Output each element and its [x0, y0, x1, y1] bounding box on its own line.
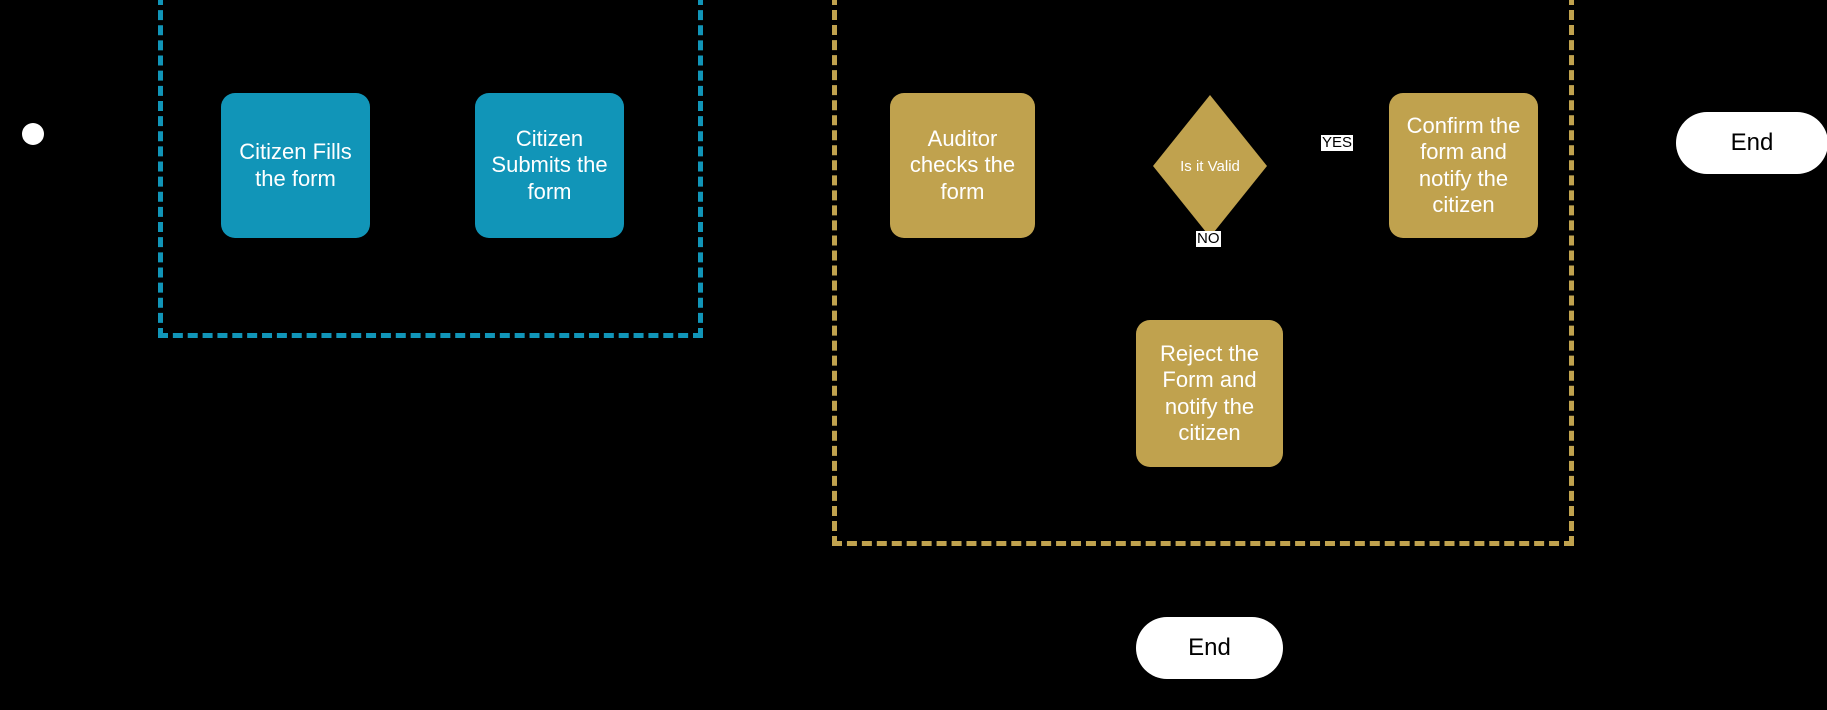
edge-label-yes: YES [1321, 134, 1354, 151]
end-node-bottom[interactable]: End [1136, 617, 1283, 679]
edge-label-no: NO [1196, 230, 1221, 247]
node-confirm-form-and-notify-citizen[interactable]: Confirm the form and notify the citizen [1389, 93, 1538, 238]
auditor-lane-container [832, 0, 1574, 546]
end-node-right[interactable]: End [1676, 112, 1827, 174]
node-auditor-checks-the-form[interactable]: Auditor checks the form [890, 93, 1035, 238]
decision-label: Is it Valid [1180, 157, 1240, 175]
node-citizen-submits-the-form[interactable]: Citizen Submits the form [475, 93, 624, 238]
start-node[interactable] [22, 123, 44, 145]
node-reject-form-and-notify-citizen[interactable]: Reject the Form and notify the citizen [1136, 320, 1283, 467]
citizen-lane-container [158, 0, 703, 338]
node-citizen-fills-the-form[interactable]: Citizen Fills the form [221, 93, 370, 238]
decision-is-it-valid[interactable]: Is it Valid [1153, 95, 1267, 237]
